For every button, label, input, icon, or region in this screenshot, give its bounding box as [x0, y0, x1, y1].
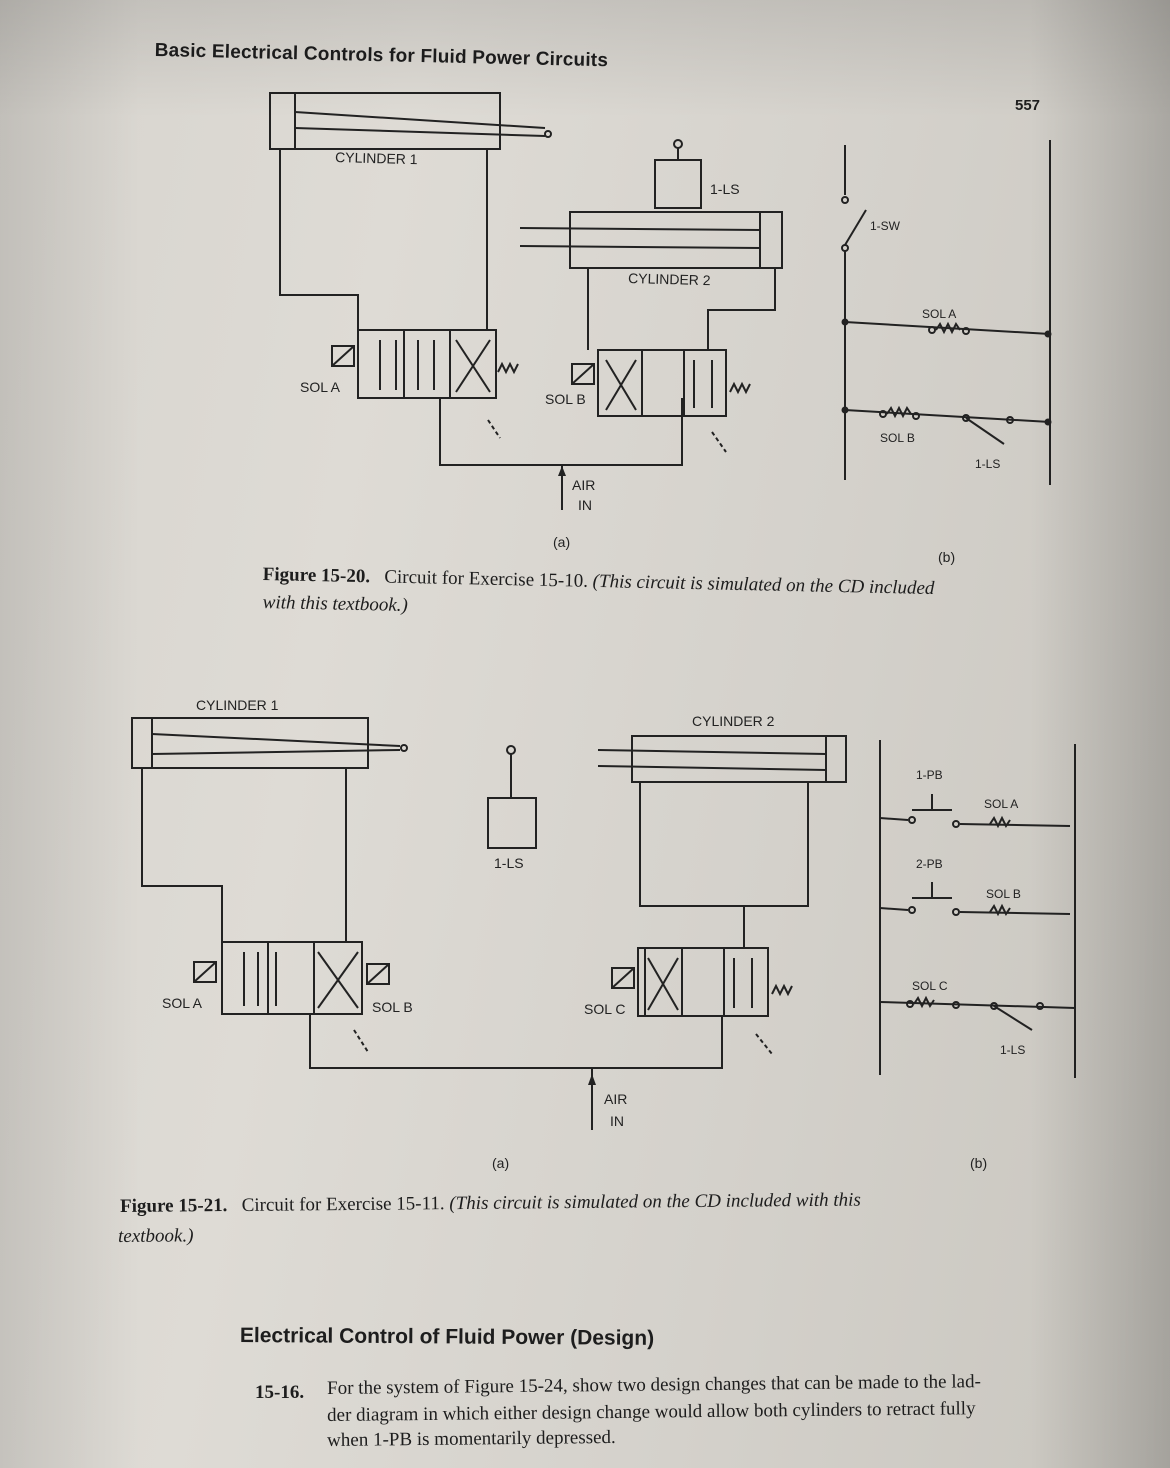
fig21-limit-switch — [487, 797, 537, 849]
page-number: 557 — [1015, 97, 1041, 114]
fig21-air-arrow — [588, 1074, 596, 1085]
fig21-cylinder1-body — [131, 717, 369, 769]
fig20-sol-b-label: SOL B — [545, 391, 586, 407]
fig21-sol-c-label: SOL C — [584, 1001, 626, 1017]
fig21-sol-b-label: SOL B — [372, 999, 413, 1015]
fig20-valve2 — [597, 349, 727, 417]
fig20-ladder-sol-b-label: SOL B — [880, 431, 915, 445]
fig20-ls-label: 1-LS — [710, 181, 740, 197]
fig20-label-a: (a) — [553, 534, 570, 550]
fig20-ladder-sol-a-label: SOL A — [922, 307, 956, 321]
fig21-valve1 — [221, 941, 363, 1015]
fig21-circuit-a — [131, 717, 847, 1130]
fig20-cylinder2-body — [569, 211, 783, 269]
fig20-cylinder1-body — [269, 92, 501, 150]
fig20-valve1 — [357, 329, 497, 399]
fig21-ladder-ls-label: 1-LS — [1000, 1043, 1025, 1057]
fig21-ladder-sol-a-label: SOL A — [984, 797, 1018, 811]
section-heading: Electrical Control of Fluid Power (Desig… — [239, 1324, 655, 1350]
fig20-ladder-ls-label: 1-LS — [975, 457, 1000, 471]
exercise-number: 15-16. — [255, 1382, 305, 1403]
fig20-air-arrow — [558, 466, 566, 476]
fig21-caption-text: Circuit for Exercise 15-11. — [241, 1193, 445, 1216]
fig21-ladder-b — [879, 740, 1076, 1078]
fig21-caption-italic-1: (This circuit is simulated on the CD inc… — [449, 1189, 861, 1215]
fig20-cylinder1-label: CYLINDER 1 — [335, 149, 418, 167]
fig21-pb1-label: 1-PB — [916, 768, 943, 782]
fig20-in-label: IN — [578, 497, 592, 513]
fig21-cylinder2-label: CYLINDER 2 — [692, 713, 775, 729]
fig20-air-label: AIR — [572, 477, 595, 493]
fig21-valve2 — [637, 947, 769, 1017]
fig20-label-b: (b) — [938, 549, 955, 565]
fig20-circuit-a — [269, 92, 783, 510]
fig21-ladder-sol-c-label: SOL C — [912, 979, 948, 993]
fig20-cylinder2-label: CYLINDER 2 — [628, 270, 711, 288]
fig21-ladder-sol-b-label: SOL B — [986, 887, 1021, 901]
fig20-sol-a-label: SOL A — [300, 379, 341, 395]
fig21-pb2-label: 2-PB — [916, 857, 943, 871]
fig21-label-a: (a) — [492, 1155, 509, 1171]
fig21-cylinder2-body — [631, 735, 847, 783]
fig20-ladder-b — [841, 140, 1052, 485]
exercise-line-3: when 1-PB is momentarily depressed. — [327, 1426, 616, 1451]
fig21-ls-label: 1-LS — [494, 855, 524, 871]
fig21-label-b: (b) — [970, 1155, 987, 1171]
fig21-caption-line2: textbook.) — [118, 1225, 194, 1248]
fig21-caption-number: Figure 15-21. — [120, 1195, 228, 1217]
fig21-cylinder1-label: CYLINDER 1 — [196, 697, 279, 713]
fig21-in-label: IN — [610, 1113, 624, 1129]
fig20-sw-label: 1-SW — [870, 219, 901, 233]
fig21-caption-italic-2: textbook.) — [118, 1225, 194, 1247]
fig21-air-label: AIR — [604, 1091, 627, 1107]
fig21-sol-a-label: SOL A — [162, 995, 203, 1011]
